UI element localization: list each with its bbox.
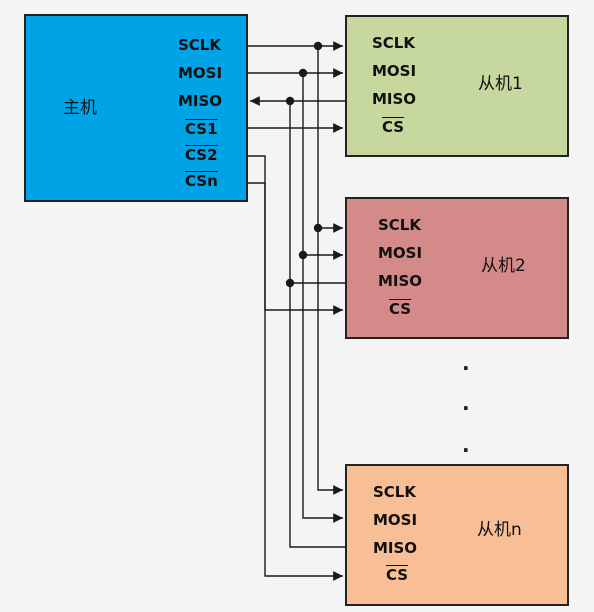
master-pin-cs1: CS1 — [185, 120, 218, 138]
slave2-pin-mosi: MOSI — [378, 244, 423, 262]
csn-wire — [248, 182, 343, 581]
miso-junction-dot — [285, 96, 295, 106]
slave1-box — [345, 15, 569, 157]
ellipsis-dot: · — [462, 356, 470, 380]
slaven-box — [345, 464, 569, 606]
mosi-junction-dot — [298, 68, 308, 78]
slaven-label: 从机n — [477, 520, 522, 540]
cs2-wire — [248, 155, 343, 315]
mosi-wire-slaven — [302, 73, 343, 523]
slave2-pin-miso: MISO — [378, 272, 423, 290]
master-label: 主机 — [63, 98, 97, 118]
mosi-junction-dot — [298, 250, 308, 260]
master-box — [24, 14, 248, 202]
slave1-pin-sclk: SCLK — [372, 34, 415, 52]
master-pin-cs2: CS2 — [185, 146, 218, 164]
slave2-pin-sclk: SCLK — [378, 216, 421, 234]
sclk-junction-dot — [313, 223, 323, 233]
slave1-label: 从机1 — [478, 74, 523, 94]
slaven-pin-cs: CS — [386, 566, 409, 584]
slaven-pin-sclk: SCLK — [373, 483, 416, 501]
slave1-pin-cs: CS — [382, 118, 405, 136]
slaven-pin-mosi: MOSI — [373, 511, 418, 529]
slaven-pin-miso: MISO — [373, 539, 418, 557]
slave1-pin-miso: MISO — [372, 90, 417, 108]
sclk-junction-dot — [313, 41, 323, 51]
master-pin-miso: MISO — [178, 92, 223, 110]
master-pin-mosi: MOSI — [178, 64, 223, 82]
ellipsis-dot: · — [462, 396, 470, 420]
master-pin-sclk: SCLK — [178, 36, 221, 54]
miso-wire-slaven — [289, 101, 345, 548]
slave2-pin-cs: CS — [389, 300, 412, 318]
master-pin-csn: CSn — [185, 172, 218, 190]
sclk-wire-slaven — [317, 46, 343, 495]
slave2-box — [345, 197, 569, 339]
slave1-pin-mosi: MOSI — [372, 62, 417, 80]
miso-junction-dot — [285, 278, 295, 288]
ellipsis-dot: · — [462, 438, 470, 462]
slave2-label: 从机2 — [481, 256, 526, 276]
